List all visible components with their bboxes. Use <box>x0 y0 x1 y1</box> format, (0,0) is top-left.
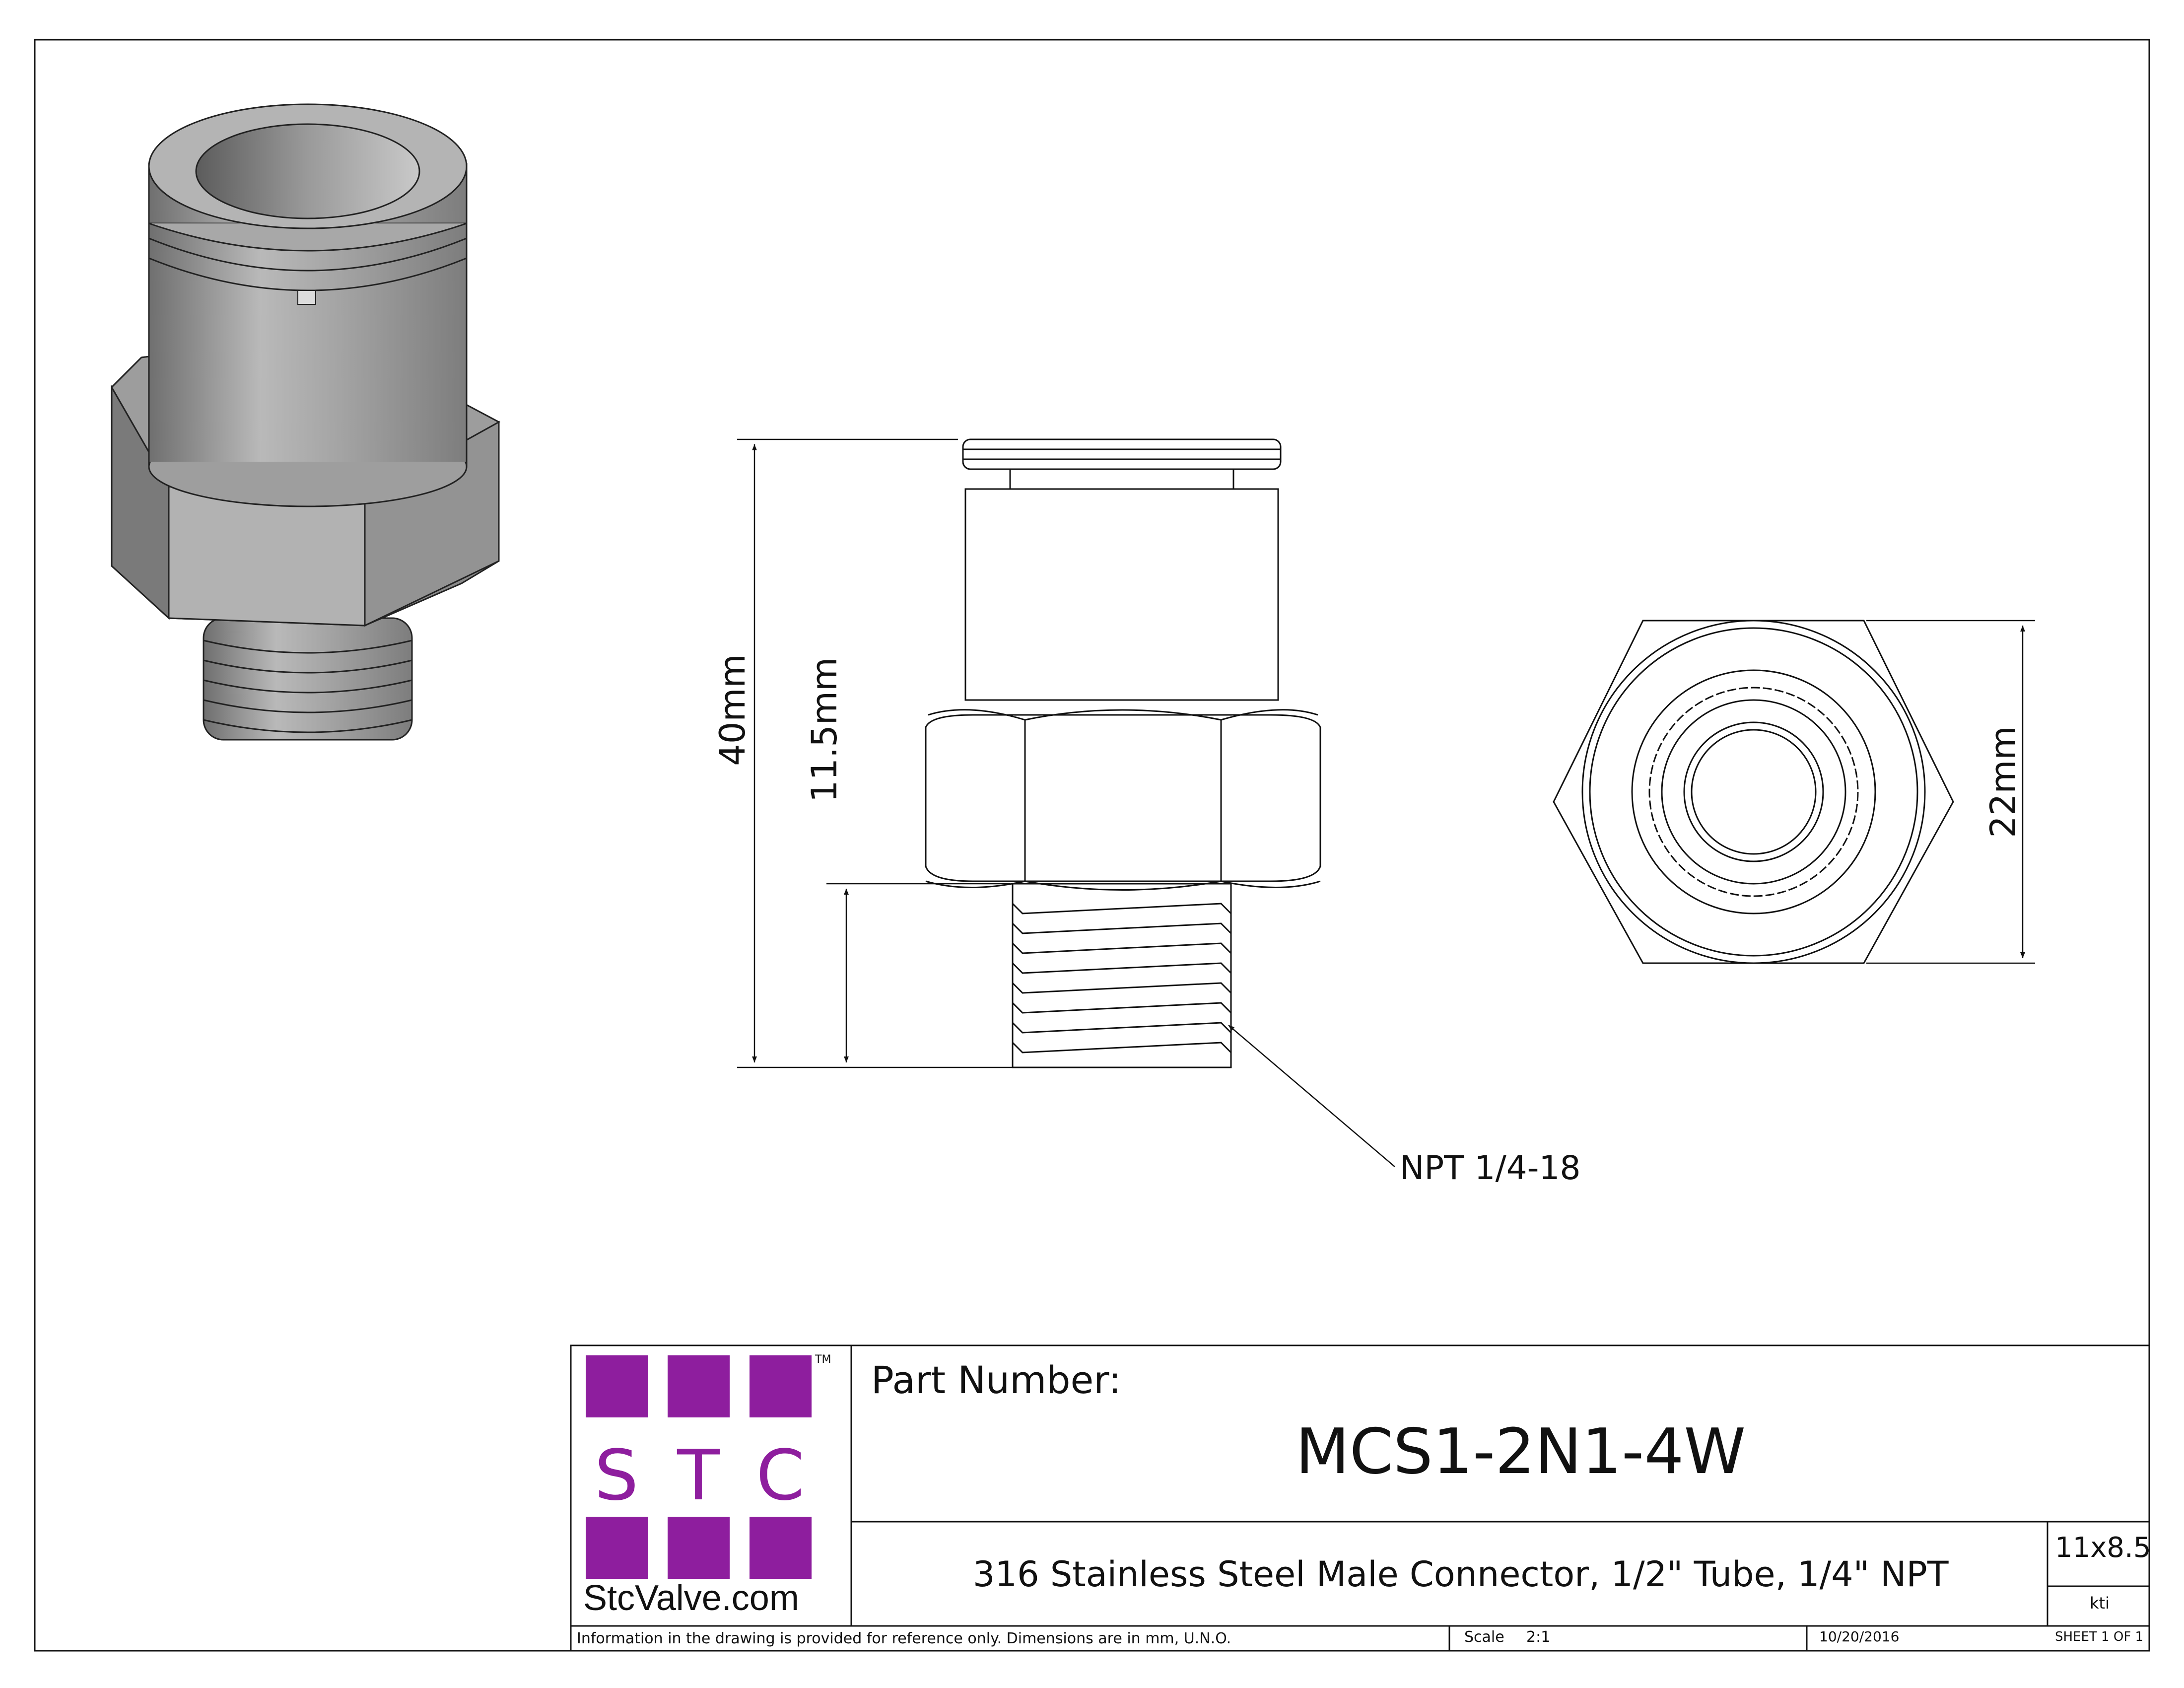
end-view <box>1553 620 1954 964</box>
logo-letter-s: S <box>595 1435 639 1516</box>
iso-thread <box>203 617 413 741</box>
part-number-label: Part Number: <box>871 1358 1121 1402</box>
dimension-lines <box>737 438 2035 1167</box>
front-hex <box>925 714 1321 882</box>
logo-website[interactable]: StcValve.com <box>583 1578 799 1618</box>
part-description: 316 Stainless Steel Male Connector, 1/2"… <box>973 1554 1949 1595</box>
stc-logo: S T C TM <box>586 1353 831 1579</box>
iso-body <box>148 212 468 507</box>
logo-letter-t: T <box>677 1435 720 1516</box>
drawn-by: kti <box>2090 1594 2110 1613</box>
dim-thread-length: 11.5mm <box>804 657 845 802</box>
front-thread <box>1012 883 1232 1068</box>
part-number: MCS1-2N1-4W <box>1296 1415 1746 1488</box>
logo-square <box>668 1355 730 1417</box>
logo-square <box>668 1517 730 1579</box>
front-view <box>925 438 1321 1068</box>
logo-square <box>750 1517 812 1579</box>
logo-letter-c: C <box>756 1435 805 1516</box>
drawing-date: 10/20/2016 <box>1819 1628 1900 1645</box>
sheet-number: SHEET 1 OF 1 <box>2055 1629 2144 1644</box>
front-collet-neck <box>1009 468 1234 490</box>
scale-value: 2:1 <box>1526 1628 1551 1646</box>
isometric-view <box>111 103 501 741</box>
thread-callout: NPT 1/4-18 <box>1400 1149 1580 1187</box>
iso-collet <box>148 103 468 305</box>
front-body <box>964 488 1279 701</box>
scale-label: Scale <box>1464 1628 1504 1646</box>
logo-square <box>586 1355 648 1417</box>
logo-square <box>586 1517 648 1579</box>
sheet-size: 11x8.5 <box>2055 1532 2151 1564</box>
logo-square <box>750 1355 812 1417</box>
front-collet-cap <box>962 438 1282 470</box>
reference-note: Information in the drawing is provided f… <box>577 1630 1231 1647</box>
dim-hex-width: 22mm <box>1983 726 2024 838</box>
title-block-frame <box>570 1344 2150 1652</box>
dim-overall-height: 40mm <box>712 654 753 766</box>
end-hex <box>1553 620 1954 964</box>
logo-trademark: TM <box>815 1353 831 1366</box>
